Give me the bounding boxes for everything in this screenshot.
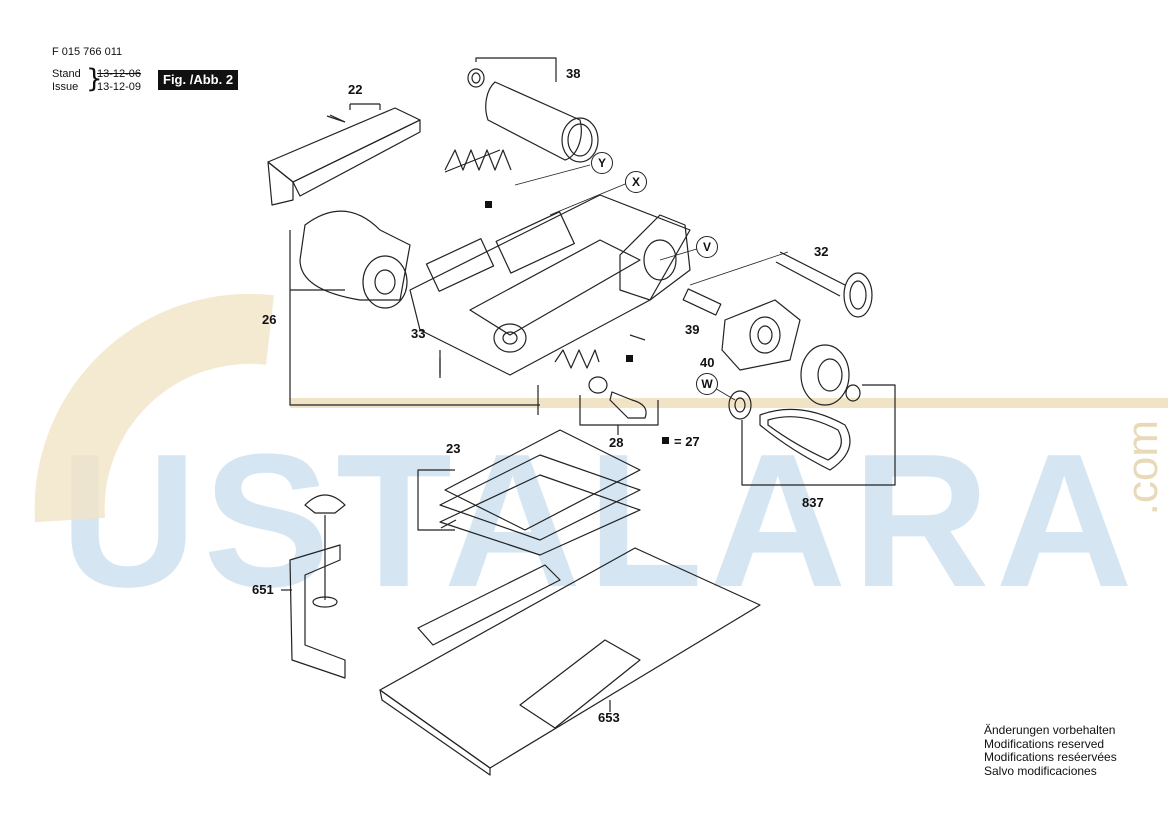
note-es: Salvo modificaciones — [984, 763, 1097, 778]
part-number-32: 32 — [814, 244, 829, 259]
part-number-39: 39 — [685, 322, 700, 337]
part-653-baseplate — [379, 547, 761, 776]
part-651-clamp — [281, 494, 346, 679]
part-number-23: 23 — [446, 441, 461, 456]
legend-27: = 27 — [674, 434, 700, 449]
stand-label: Stand — [52, 68, 81, 80]
note-de: Änderungen vorbehalten — [984, 723, 1116, 737]
part-33-housing — [409, 194, 691, 376]
watermark-text: USTALARA — [60, 415, 1139, 627]
part-26-roller — [289, 210, 540, 406]
pulley-large — [800, 344, 861, 406]
callout-w: W — [696, 373, 718, 395]
brace-symbol: } — [86, 64, 103, 94]
part-number-22: 22 — [348, 82, 363, 97]
note-en: Modifications reserved — [984, 736, 1105, 751]
callout-v: V — [696, 236, 718, 258]
part-38-drum — [467, 57, 599, 163]
part-number-38: 38 — [566, 66, 581, 81]
callout-y: Y — [591, 152, 613, 174]
gear-housing — [619, 214, 691, 301]
leader-lines — [514, 164, 789, 401]
part-number-40: 40 — [700, 355, 715, 370]
part-number-653: 653 — [598, 710, 620, 725]
part-40-bracket — [721, 299, 801, 371]
footer-notes: Änderungen vorbehalten Modifications res… — [984, 723, 1117, 778]
issue-date: 13-12-09 — [97, 81, 142, 93]
note-fr: Modifications reséervées — [984, 750, 1117, 764]
issue-label: Issue — [52, 81, 79, 93]
part-23-plates — [417, 429, 641, 556]
part-39-pinion — [682, 288, 722, 316]
callout-x: X — [625, 171, 647, 193]
spring-upper — [444, 149, 512, 173]
part-837-belt — [741, 384, 896, 486]
part-number-837: 837 — [802, 495, 824, 510]
pulley-small — [728, 390, 752, 420]
part-28-knob — [579, 391, 659, 435]
square-markers — [485, 201, 669, 444]
stand-date: 13-12-06 — [97, 68, 142, 80]
spring-lower — [554, 349, 608, 394]
part-22-cover — [267, 103, 421, 206]
figure-label: Fig. /Abb. 2 — [158, 70, 239, 90]
part-32-shaft — [775, 251, 873, 318]
watermark-sun — [34, 293, 274, 523]
part-code: F 015 766 011 — [52, 46, 123, 58]
part-number-33: 33 — [411, 326, 426, 341]
part-number-28: 28 — [609, 435, 624, 450]
screws — [326, 115, 646, 529]
part-number-26: 26 — [262, 312, 277, 327]
part-number-651: 651 — [252, 582, 274, 597]
